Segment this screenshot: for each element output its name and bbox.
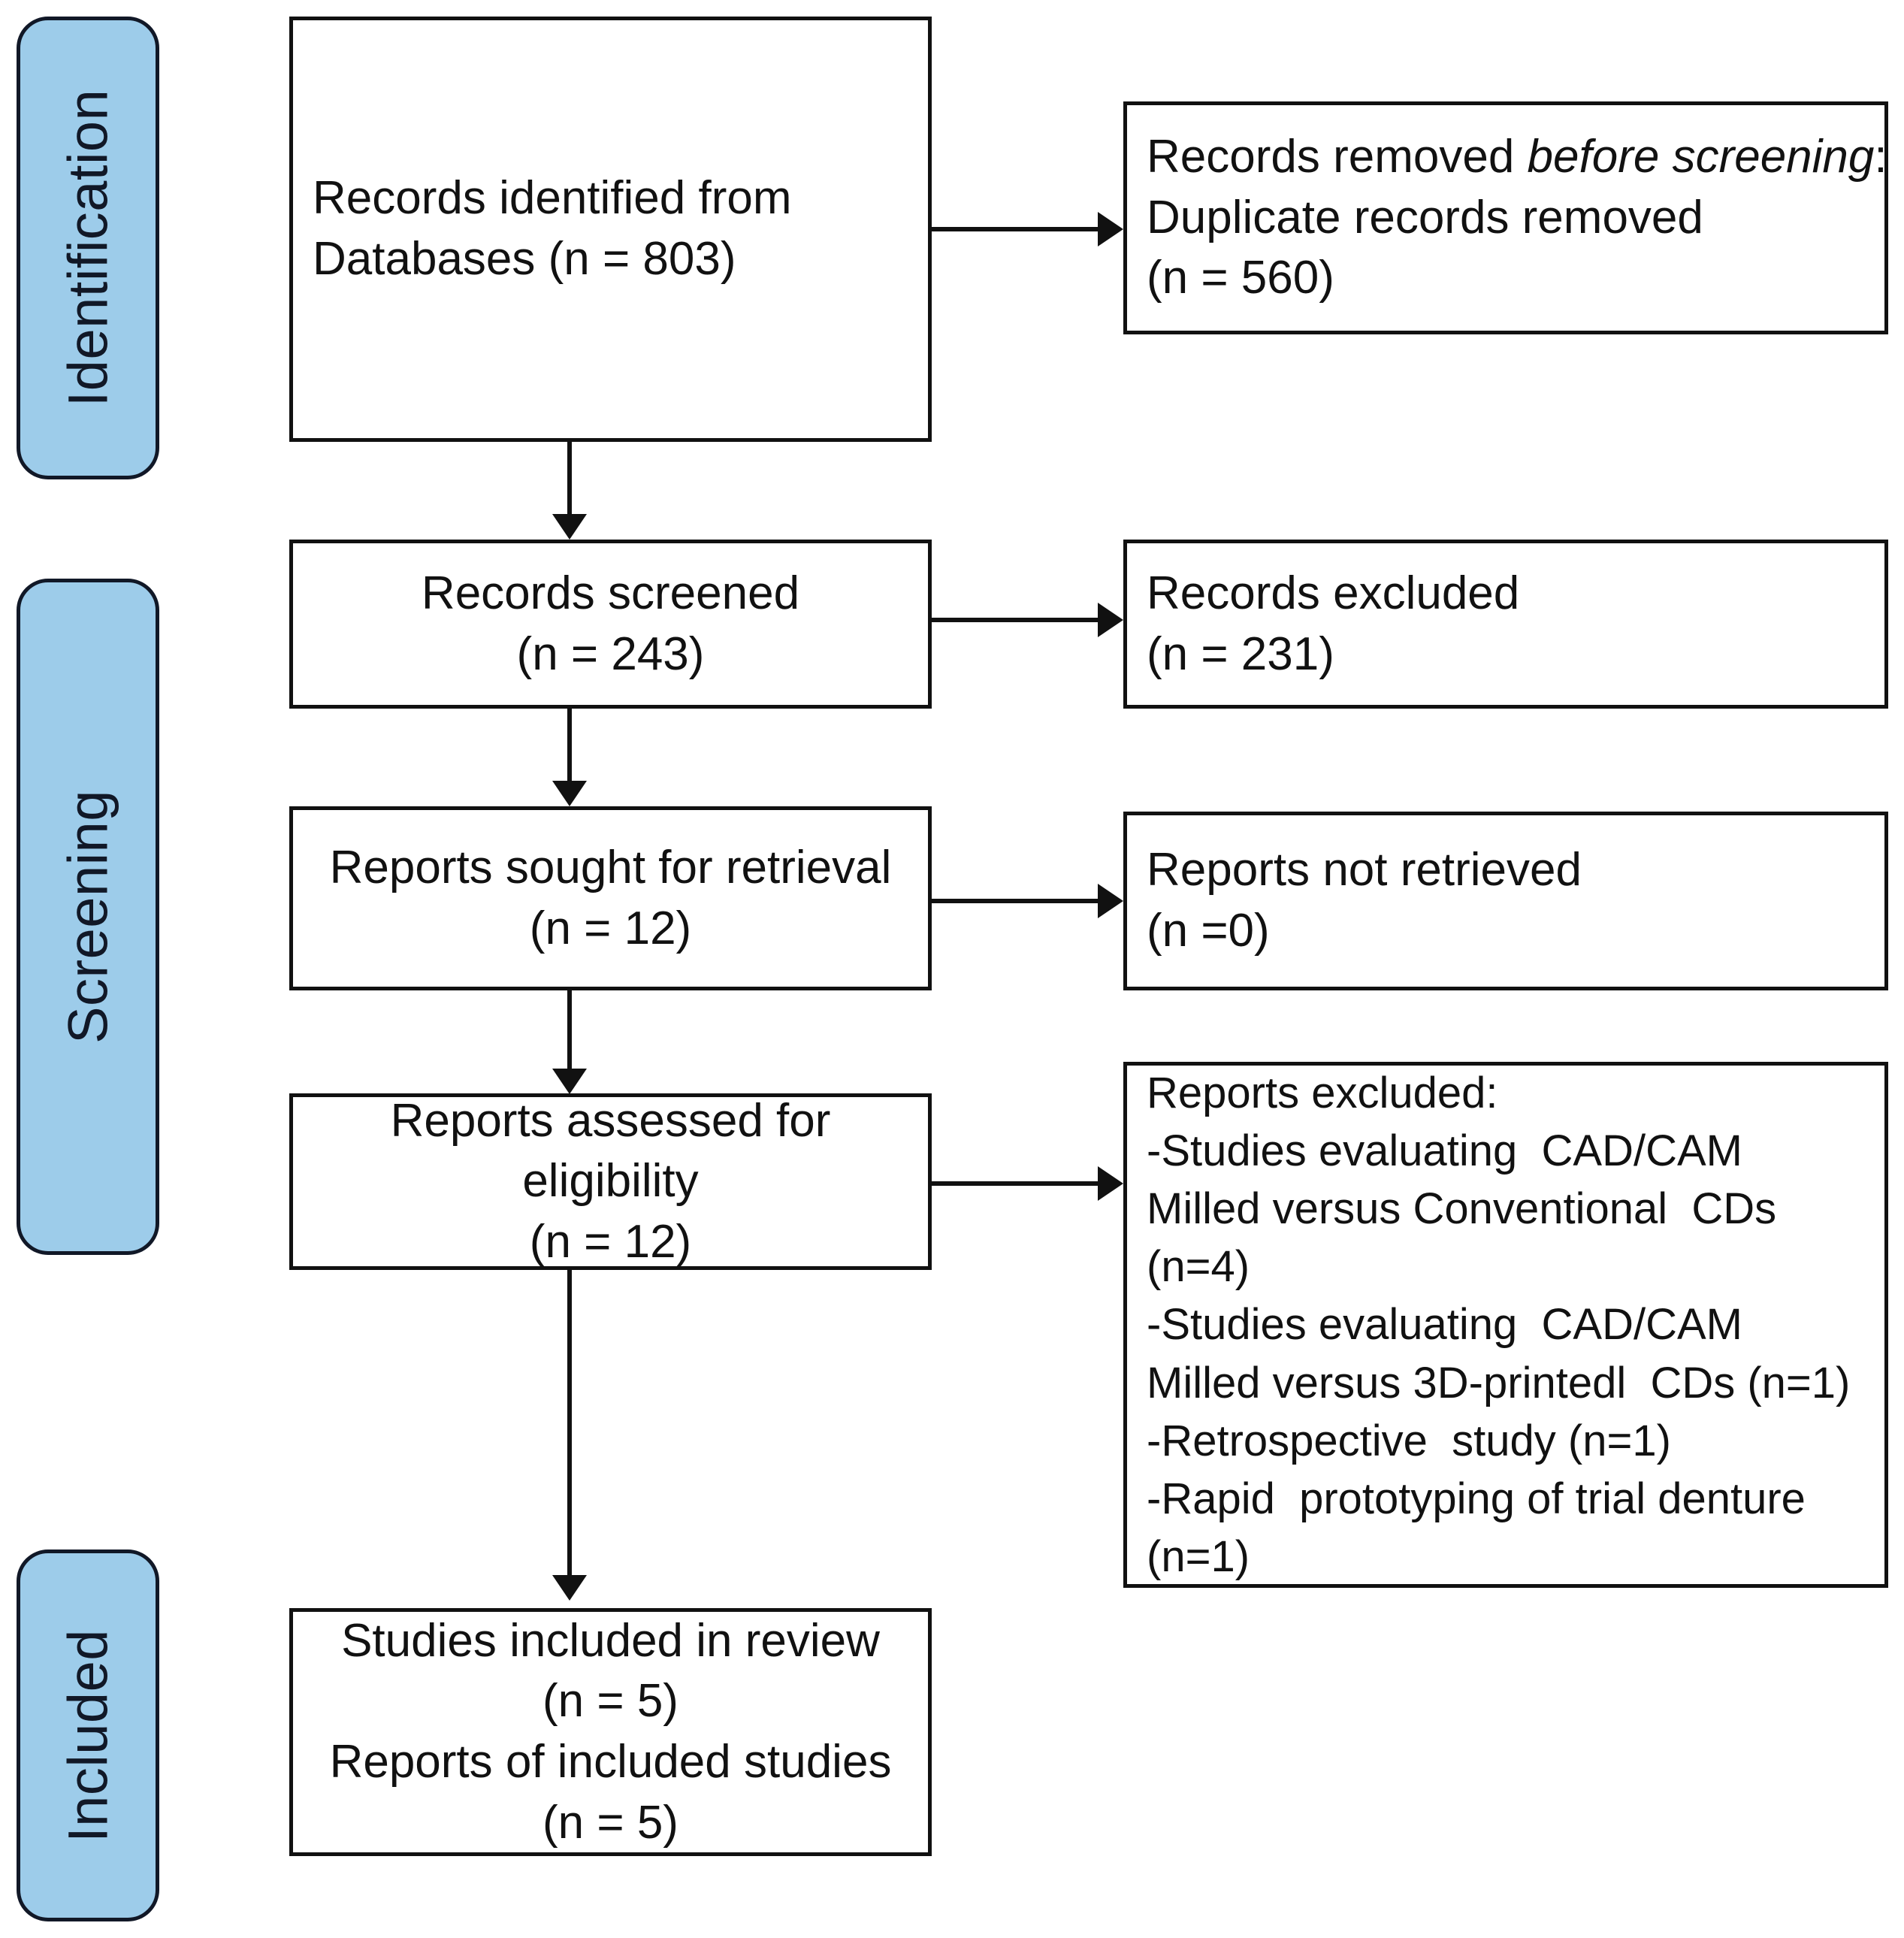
reports-excluded-line-6: Milled versus 3D-printedl CDs (n=1) (1147, 1358, 1851, 1407)
records-removed-prefix: Records removed (1147, 131, 1528, 183)
studies-included-line-2: (n = 5) (542, 1675, 678, 1728)
box-records-identified: Records identified from Databases (n = 8… (289, 17, 932, 442)
studies-included-line-3: Reports of included studies (329, 1736, 892, 1788)
records-identified-line-2: Databases (n = 803) (313, 233, 736, 285)
connector-assessed-to-excluded (932, 1181, 1102, 1186)
records-removed-emphasis: before screening (1527, 131, 1875, 183)
stage-bar-included: Included (17, 1549, 159, 1921)
studies-included-line-4: (n = 5) (542, 1796, 678, 1849)
reports-assessed-line-3: (n = 12) (529, 1215, 692, 1268)
box-records-excluded: Records excluded (n = 231) (1123, 540, 1888, 709)
connector-identified-to-screened (567, 442, 572, 517)
reports-assessed-line-2: eligibility (522, 1155, 699, 1208)
connector-sought-to-assessed (567, 990, 572, 1072)
records-screened-line-2: (n = 243) (516, 627, 705, 680)
stage-label-included: Included (56, 1628, 119, 1843)
connector-sought-to-not-retrieved (932, 899, 1102, 903)
stage-label-identification: Identification (56, 89, 119, 407)
stage-bar-identification: Identification (17, 17, 159, 479)
connector-assessed-to-included (567, 1270, 572, 1578)
arrowhead-identified-to-screened (552, 514, 587, 540)
box-reports-assessed: Reports assessed for eligibility (n = 12… (289, 1093, 932, 1270)
stage-label-screening: Screening (56, 790, 119, 1044)
records-removed-line-3: (n = 560) (1147, 252, 1334, 304)
reports-excluded-line-1: Reports excluded: (1147, 1068, 1498, 1117)
records-excluded-line-2: (n = 231) (1147, 627, 1334, 680)
box-records-removed: Records removed before screening: Duplic… (1123, 101, 1888, 334)
reports-assessed-line-1: Reports assessed for (390, 1094, 831, 1147)
arrowhead-assessed-to-excluded (1098, 1166, 1123, 1201)
records-removed-line-2: Duplicate records removed (1147, 191, 1703, 243)
reports-excluded-line-2: -Studies evaluating CAD/CAM (1147, 1126, 1742, 1176)
reports-excluded-line-7: -Retrospective study (n=1) (1147, 1416, 1671, 1465)
reports-sought-line-2: (n = 12) (529, 902, 692, 954)
arrowhead-identified-to-removed (1098, 212, 1123, 246)
reports-excluded-line-5: -Studies evaluating CAD/CAM (1147, 1300, 1742, 1350)
records-removed-colon: : (1874, 131, 1887, 183)
arrowhead-screened-to-sought (552, 781, 587, 806)
arrowhead-sought-to-not-retrieved (1098, 884, 1123, 918)
reports-excluded-line-4: (n=4) (1147, 1242, 1250, 1292)
records-identified-line-1: Records identified from (313, 172, 792, 225)
reports-excluded-line-3: Milled versus Conventional CDs (1147, 1184, 1777, 1234)
reports-sought-line-1: Reports sought for retrieval (329, 841, 892, 893)
records-excluded-line-1: Records excluded (1147, 567, 1520, 619)
reports-not-retrieved-line-1: Reports not retrieved (1147, 844, 1582, 896)
connector-screened-to-sought (567, 709, 572, 784)
arrowhead-assessed-to-included (552, 1575, 587, 1601)
box-reports-not-retrieved: Reports not retrieved (n =0) (1123, 812, 1888, 990)
reports-excluded-line-8: -Rapid prototyping of trial denture (1147, 1474, 1806, 1523)
connector-screened-to-excluded (932, 618, 1102, 622)
reports-not-retrieved-line-2: (n =0) (1147, 905, 1270, 957)
records-removed-line-1: Records removed before screening: (1147, 127, 1887, 188)
reports-excluded-line-9: (n=1) (1147, 1531, 1250, 1581)
box-studies-included: Studies included in review (n = 5) Repor… (289, 1608, 932, 1856)
studies-included-line-1: Studies included in review (341, 1614, 880, 1667)
box-records-screened: Records screened (n = 243) (289, 540, 932, 709)
arrowhead-screened-to-excluded (1098, 603, 1123, 637)
box-reports-sought: Reports sought for retrieval (n = 12) (289, 806, 932, 990)
stage-bar-screening: Screening (17, 579, 159, 1255)
connector-identified-to-removed (932, 227, 1102, 231)
arrowhead-sought-to-assessed (552, 1069, 587, 1094)
records-screened-line-1: Records screened (421, 567, 800, 619)
box-reports-excluded: Reports excluded: -Studies evaluating CA… (1123, 1062, 1888, 1588)
